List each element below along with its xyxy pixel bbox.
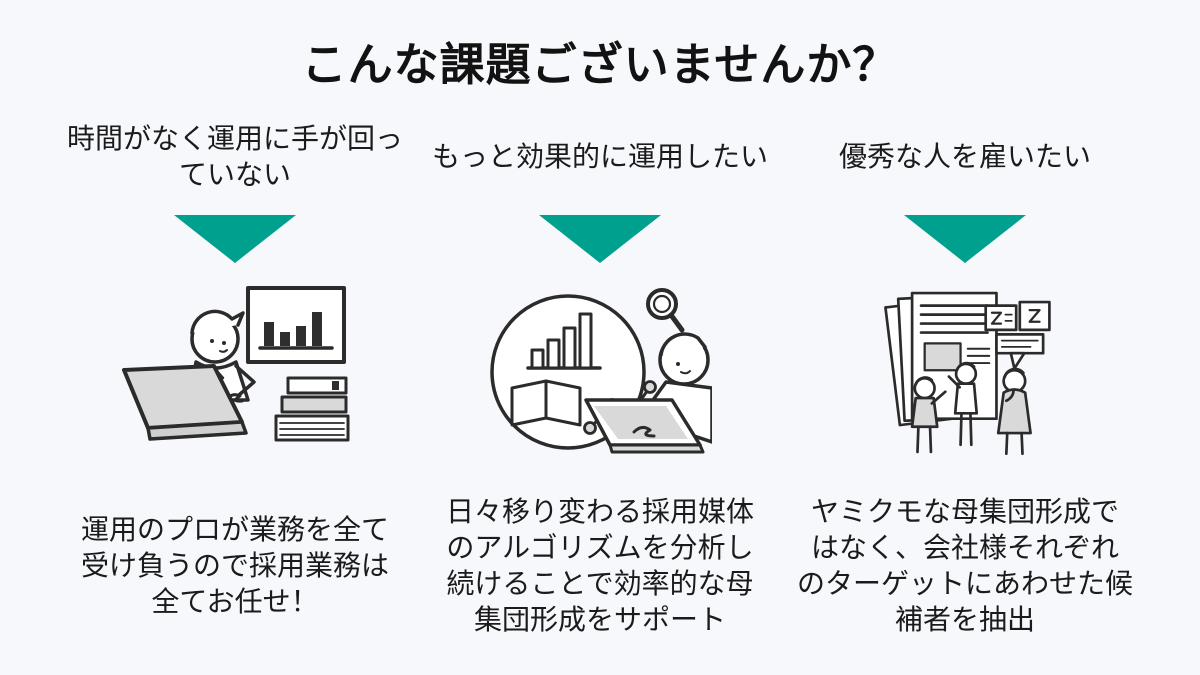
solution-text-1: 運用のプロが業務を全て 受け負うので採用業務は 全てお任せ！ — [80, 513, 389, 618]
column-effective-operation: もっと効果的に運用したい — [420, 117, 780, 641]
candidate-documents-icon — [883, 291, 998, 427]
column-no-time: 時間がなく運用に手が回っ ていない — [55, 117, 415, 641]
arrow-down-icon-1 — [174, 215, 296, 263]
solution-text-3: ヤミクモな母集団形成で はなく、会社様それぞれ のターゲットにあわせた候 補者を… — [796, 495, 1133, 636]
arrow-down-icon-2 — [539, 215, 661, 263]
problem-text-3: 優秀な人を雇いたい — [838, 139, 1091, 173]
analytics-circle-illustration — [490, 288, 712, 454]
arrow-down-icon-3 — [904, 215, 1026, 263]
people-discussing-documents-illustration — [883, 291, 1051, 456]
laptop-icon — [584, 398, 705, 454]
magnifier-icon — [646, 288, 685, 333]
problem-text-2: もっと効果的に運用したい — [431, 139, 768, 173]
document-stack-icon — [274, 376, 350, 442]
page-title: こんな課題ございませんか？ — [301, 38, 899, 91]
speech-bubbles-icon — [983, 300, 1051, 370]
open-book-icon — [510, 379, 582, 427]
problem-text-1: 時間がなく運用に手が回っ ていない — [66, 121, 403, 191]
person-right-icon — [996, 367, 1032, 456]
column-hire-talent: 優秀な人を雇いたい — [785, 117, 1145, 641]
person-icon — [188, 309, 256, 403]
illustration-box-1 — [120, 269, 350, 467]
person-left-icon — [910, 376, 947, 454]
solution-text-2: 日々移り変わる採用媒体 のアルゴリズムを分析し 続けることで効率的な母 集団形成… — [445, 495, 754, 636]
worker-at-laptop-illustration — [122, 286, 350, 442]
problem-columns: 時間がなく運用に手が回っ ていない — [0, 93, 1200, 641]
bar-chart-icon — [526, 312, 602, 370]
illustration-box-3 — [878, 269, 1053, 467]
person-middle-icon — [947, 361, 978, 447]
illustration-box-2 — [488, 269, 712, 467]
bar-chart-board-icon — [246, 286, 346, 364]
laptop-icon — [122, 364, 248, 441]
